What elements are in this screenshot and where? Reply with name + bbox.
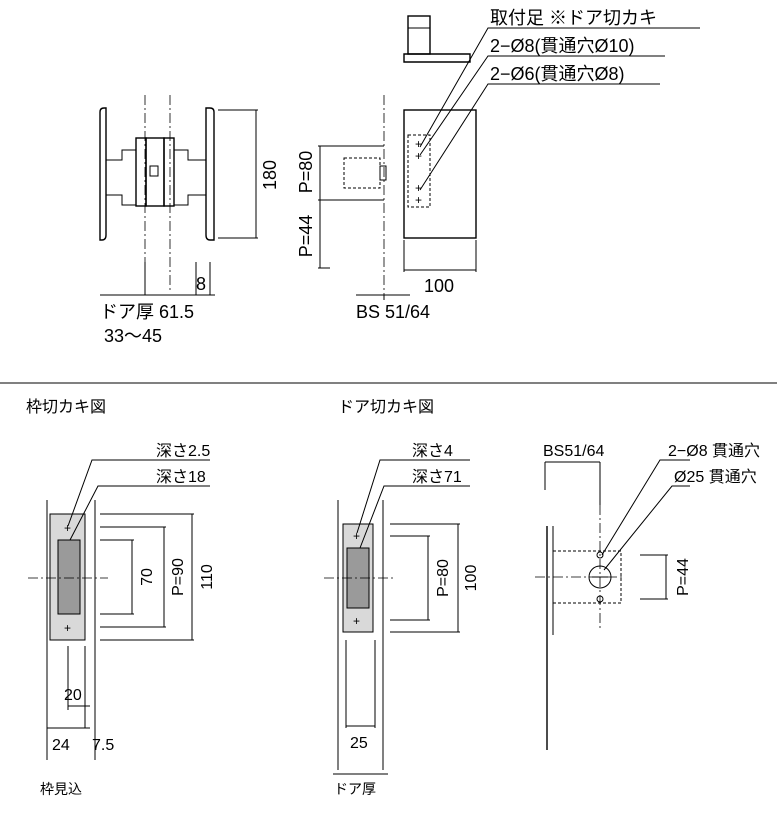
svg-text:+: + bbox=[415, 193, 422, 207]
svg-text:+: + bbox=[64, 621, 71, 635]
frame-bottom-label: 枠見込 bbox=[40, 781, 82, 797]
door-cut-drawing: + + bbox=[324, 459, 470, 775]
door-depth-large: 深さ71 bbox=[412, 468, 462, 486]
pitch-80-label: P=80 bbox=[296, 151, 316, 194]
frame-cut-title: 枠切カキ図 bbox=[26, 398, 106, 416]
door-depth-small: 深さ4 bbox=[412, 442, 453, 460]
pitch-44-label: P=44 bbox=[296, 215, 316, 258]
frame-dim-7-5: 7.5 bbox=[92, 737, 114, 754]
frame-cut-drawing: + + bbox=[28, 459, 210, 760]
mount-foot-note: 取付足 ※ドア切カキ bbox=[490, 8, 657, 28]
hole-view-backset: BS51/64 bbox=[543, 443, 604, 460]
dim-180-label: 180 bbox=[260, 160, 280, 190]
hole-small-note: 2−Ø6(貫通穴Ø8) bbox=[490, 64, 625, 84]
svg-text:+: + bbox=[415, 149, 422, 163]
door-thickness-range: 33〜45 bbox=[104, 326, 162, 346]
hole-view-drawing bbox=[535, 459, 690, 750]
svg-text:+: + bbox=[353, 529, 360, 543]
handle-side-view bbox=[99, 95, 258, 296]
dim-8-label: 8 bbox=[196, 274, 206, 294]
hole-view-small-note: 2−Ø8 貫通穴 bbox=[668, 442, 760, 460]
svg-text:+: + bbox=[415, 181, 422, 195]
svg-text:+: + bbox=[415, 137, 422, 151]
door-dim-25: 25 bbox=[350, 735, 368, 752]
frame-depth-small: 深さ2.5 bbox=[156, 442, 210, 460]
hole-view-p44: P=44 bbox=[675, 558, 692, 596]
door-cut-title: ドア切カキ図 bbox=[338, 398, 434, 416]
door-dim-100: 100 bbox=[463, 565, 480, 592]
svg-text:+: + bbox=[353, 614, 360, 628]
hole-view-large-note: Ø25 貫通穴 bbox=[674, 468, 757, 486]
door-dim-p80: P=80 bbox=[435, 559, 452, 597]
frame-dim-20: 20 bbox=[64, 687, 82, 704]
handle-front-view: + + + + bbox=[318, 15, 700, 300]
frame-dim-24: 24 bbox=[52, 737, 70, 754]
frame-dim-p90: P=90 bbox=[170, 558, 187, 596]
hole-large-note: 2−Ø8(貫通穴Ø10) bbox=[490, 36, 635, 56]
door-thickness-label: ドア厚 61.5 bbox=[100, 302, 194, 322]
width-100-label: 100 bbox=[424, 276, 454, 296]
svg-text:+: + bbox=[64, 521, 71, 535]
frame-dim-110: 110 bbox=[199, 564, 216, 590]
backset-label: BS 51/64 bbox=[356, 302, 430, 322]
door-bottom-label: ドア厚 bbox=[334, 781, 376, 797]
frame-depth-large: 深さ18 bbox=[156, 468, 206, 486]
frame-dim-70: 70 bbox=[139, 568, 156, 586]
